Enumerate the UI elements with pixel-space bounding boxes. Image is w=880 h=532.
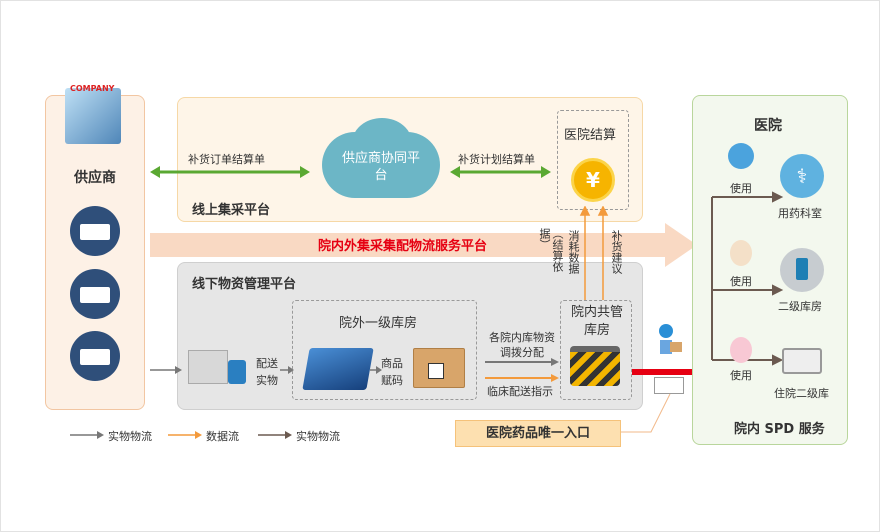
pharmacist-avatar-icon [730,240,752,266]
delivery-line [632,369,714,375]
online-platform-title: 线上集采平台 [192,203,271,218]
legend-physical: 实物物流 [108,430,152,443]
flow-arrows [485,358,559,382]
hospital-item-store: 二级库房 [778,300,822,313]
inner-warehouse-title: 院内共管库房 [571,305,624,338]
suggest-label: 补货建议 [610,230,623,274]
inner-warehouse-box [560,300,632,400]
cloud-top [352,118,412,168]
supplier-title: 供应商 [74,170,116,186]
clinical-label: 临床配送指示 [487,385,553,398]
deliver-label: 配送实物 [256,357,278,387]
arrow [280,366,294,374]
pointer-line [615,393,671,433]
outer-warehouse-box [292,300,477,400]
consume-label: 消耗数据 [567,230,580,274]
hospital-footer: 院内 SPD 服务 [734,422,825,437]
settlement-box [557,110,629,210]
use-label: 使用 [730,275,752,288]
unique-entry-label: 医院药品唯一入口 [455,420,621,447]
doctor-avatar-icon [728,143,754,169]
courier-icon [656,324,682,364]
use-label: 使用 [730,182,752,195]
coding-label: 商品赋码 [381,357,403,387]
garage-icon [570,346,620,386]
legend-physical-2: 实物物流 [296,430,340,443]
factory-icon [70,269,120,319]
truck-cab [228,360,246,384]
nurse-avatar-icon [730,337,752,363]
basis-label: （结算依据） [538,228,564,272]
logistics-band-arrow [150,223,697,267]
truck-icon [188,350,228,384]
arrow-label-order: 补货订单结算单 [188,153,265,166]
legend-data: 数据流 [206,430,239,443]
use-label: 使用 [730,369,752,382]
alloc-label: 各院内库物资调拨分配 [489,331,555,359]
green-arrows [150,166,551,178]
stethoscope-icon: ⚕ [780,154,824,198]
legend-arrows [70,431,292,439]
company-logo-text: COMPANY [70,84,115,93]
band-title: 院内外集采集配物流服务平台 [318,239,488,254]
arrow [370,366,382,374]
factory-icon [70,206,120,256]
outer-warehouse-title: 院外一级库房 [339,316,418,331]
data-arrows [579,206,609,300]
offline-platform-title: 线下物资管理平台 [192,277,297,292]
factory-icon [70,331,120,381]
company-building-icon [65,88,121,144]
hospital-item-dept: 用药科室 [778,207,822,220]
hospital-title: 医院 [754,118,782,134]
cloud-label: 供应商协同平台 [341,151,420,183]
arrow [150,366,182,374]
offline-platform-panel [177,262,643,410]
settlement-title: 医院结算 [564,128,617,143]
hospital-bed-icon [782,348,822,374]
barcode-label-icon [654,377,684,394]
warehouse-icon [302,348,374,390]
medicine-bottle-icon [780,248,824,292]
boxes-icon [413,348,465,388]
hospital-item-ward: 住院二级库 [774,387,829,400]
arrow-label-plan: 补货计划结算单 [458,153,535,166]
yuan-coin-icon: ¥ [571,158,615,202]
